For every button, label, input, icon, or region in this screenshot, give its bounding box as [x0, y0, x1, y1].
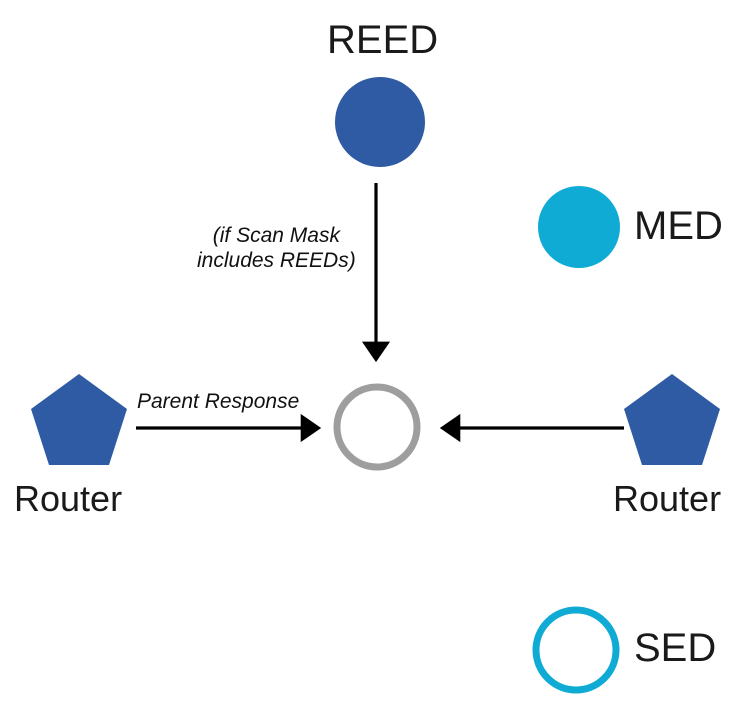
node-center-device-circle[interactable] — [333, 383, 421, 471]
node-label-reed: REED — [327, 18, 439, 62]
node-sed-circle[interactable] — [532, 606, 620, 694]
node-label-med: MED — [634, 204, 723, 248]
node-med-circle[interactable] — [538, 186, 620, 268]
edge-label-scan-mask-line2: includes REEDs) — [197, 248, 356, 272]
node-router-right-pentagon[interactable] — [624, 374, 720, 465]
node-label-router-left: Router — [14, 478, 123, 519]
node-reed-circle[interactable] — [335, 77, 425, 167]
edge-label-scan-mask-line1: (if Scan Mask — [212, 224, 340, 247]
edge-label-parent-response: Parent Response — [137, 390, 300, 413]
edge-label-scan-mask-condition: (if Scan Mask includes REEDs) — [197, 224, 356, 274]
node-router-left-pentagon[interactable] — [31, 374, 127, 465]
node-label-router-right: Router — [613, 478, 722, 519]
node-label-sed: SED — [634, 626, 717, 670]
